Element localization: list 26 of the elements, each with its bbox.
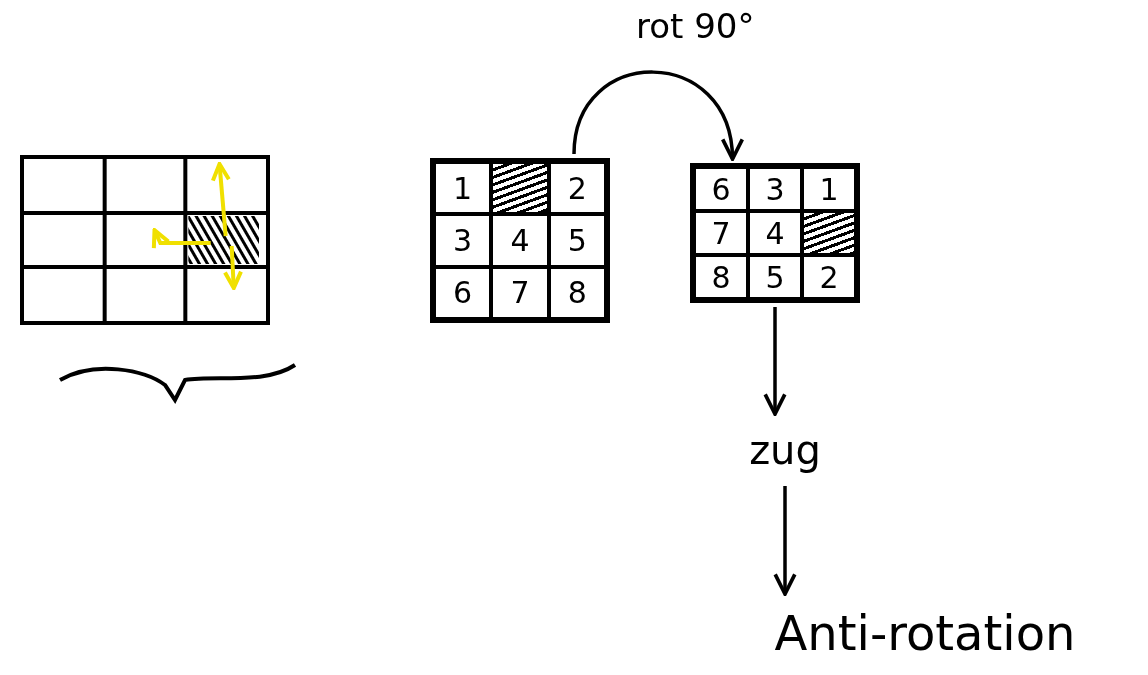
number-cell: 8 — [548, 266, 606, 319]
flow-text: Anti-rotation — [715, 598, 1135, 668]
flow-text: zug — [725, 418, 845, 482]
number-cell: 6 — [434, 266, 492, 319]
hatched-cell — [491, 162, 549, 215]
number-cell: 2 — [548, 162, 606, 215]
number-cell: 5 — [548, 214, 606, 267]
hatched-cell — [802, 211, 856, 255]
number-cell: 5 — [748, 255, 802, 299]
puzzle-grid — [430, 158, 610, 323]
puzzle-grid-drawing — [20, 155, 270, 325]
number-cell: 4 — [748, 211, 802, 255]
arrow — [763, 307, 787, 416]
number-cell: 7 — [694, 211, 748, 255]
number-cell: 6 — [694, 167, 748, 211]
number-cell: 3 — [434, 214, 492, 267]
number-cell: 7 — [491, 266, 549, 319]
number-cell: 1 — [434, 162, 492, 215]
number-cell: 2 — [802, 255, 856, 299]
number-cell: 4 — [491, 214, 549, 267]
puzzle-grid — [690, 163, 860, 303]
number-cell: 3 — [748, 167, 802, 211]
number-cell: 1 — [802, 167, 856, 211]
arrow — [773, 486, 797, 596]
arrow — [572, 70, 742, 161]
number-cell: 8 — [694, 255, 748, 299]
